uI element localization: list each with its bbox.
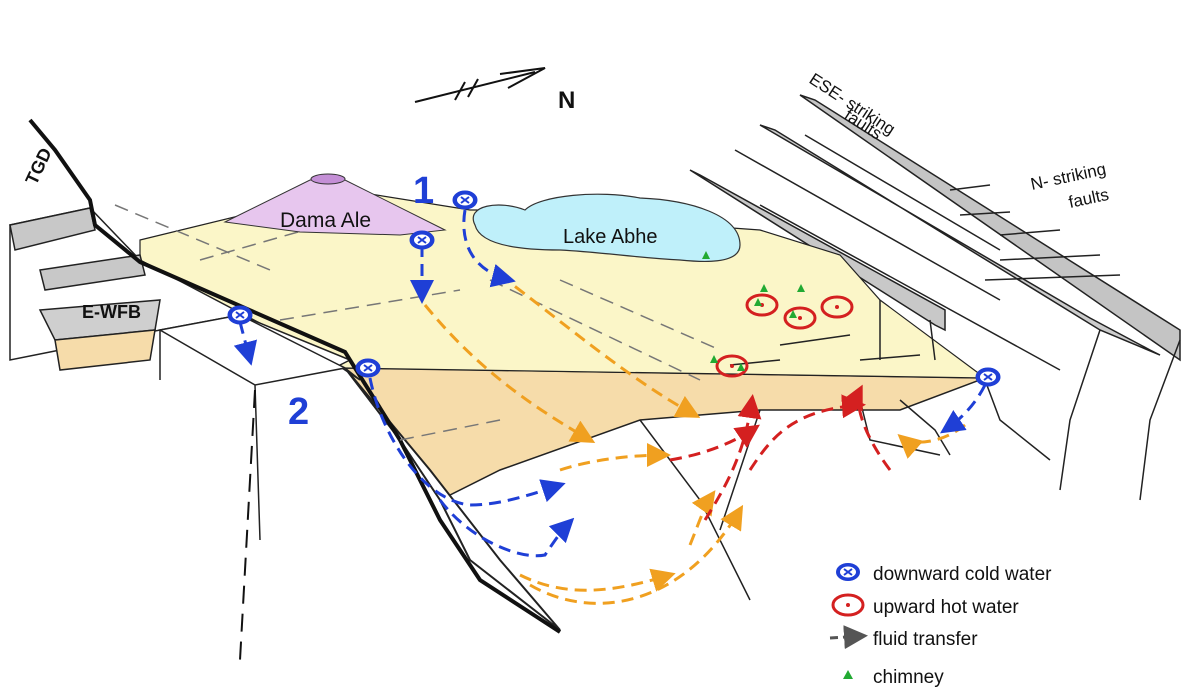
red-hot-arrows: [669, 384, 892, 521]
legend-hot-label: upward hot water: [873, 597, 1019, 618]
chimney-icon: [754, 298, 762, 306]
lake-abhe: [472, 193, 741, 263]
boundary-dashed: [239, 389, 256, 661]
zone-number-1: 1: [413, 170, 434, 212]
legend-transfer-label: fluid transfer: [873, 629, 978, 650]
horst-block: [157, 314, 348, 541]
legend: downward cold water upward hot water flu…: [829, 563, 1052, 688]
hot-water-icon: [820, 295, 854, 319]
cold-water-icon: [227, 305, 253, 325]
chimney-icon: [737, 363, 745, 371]
chimney-symbols: [702, 251, 805, 371]
chimney-icon: [702, 251, 710, 259]
dama-ale-volcano: [223, 179, 447, 236]
legend-chimney-label: chimney: [873, 667, 944, 688]
chimney-icon: [797, 284, 805, 292]
chimney-icon: [789, 310, 797, 318]
n-faults-label-line2: faults: [1067, 185, 1111, 212]
blue-cold-arrows: [233, 209, 987, 558]
ewfb-label: E-WFB: [82, 302, 141, 322]
legend-cold-label: downward cold water: [873, 564, 1052, 585]
north-arrow: [414, 67, 546, 103]
subsurface-layer: [343, 367, 986, 501]
legend-cold-icon: [836, 563, 860, 581]
zone-number-2: 2: [288, 391, 309, 433]
legend-hot-icon: [831, 593, 865, 617]
lake-abhe-label: Lake Abhe: [563, 226, 658, 248]
orange-fluid-arrows: [423, 273, 966, 605]
cold-water-icon: [355, 358, 381, 378]
hot-water-icon: [783, 306, 817, 330]
volcano-crater: [310, 173, 346, 185]
tgd-label: TGD: [21, 145, 55, 188]
north-label: N: [558, 87, 575, 114]
hot-water-icon: [715, 354, 749, 378]
cold-water-icon: [452, 190, 478, 210]
dama-ale-label: Dama Ale: [280, 209, 371, 232]
hot-water-symbols: [715, 293, 854, 378]
legend-transfer-icon: [829, 625, 868, 650]
chimney-icon: [710, 355, 718, 363]
legend-chimney-icon: [843, 670, 853, 679]
cold-water-icon: [975, 367, 1001, 387]
chimney-icon: [760, 284, 768, 292]
cold-water-symbols: [227, 190, 1001, 387]
cold-water-icon: [409, 230, 435, 250]
